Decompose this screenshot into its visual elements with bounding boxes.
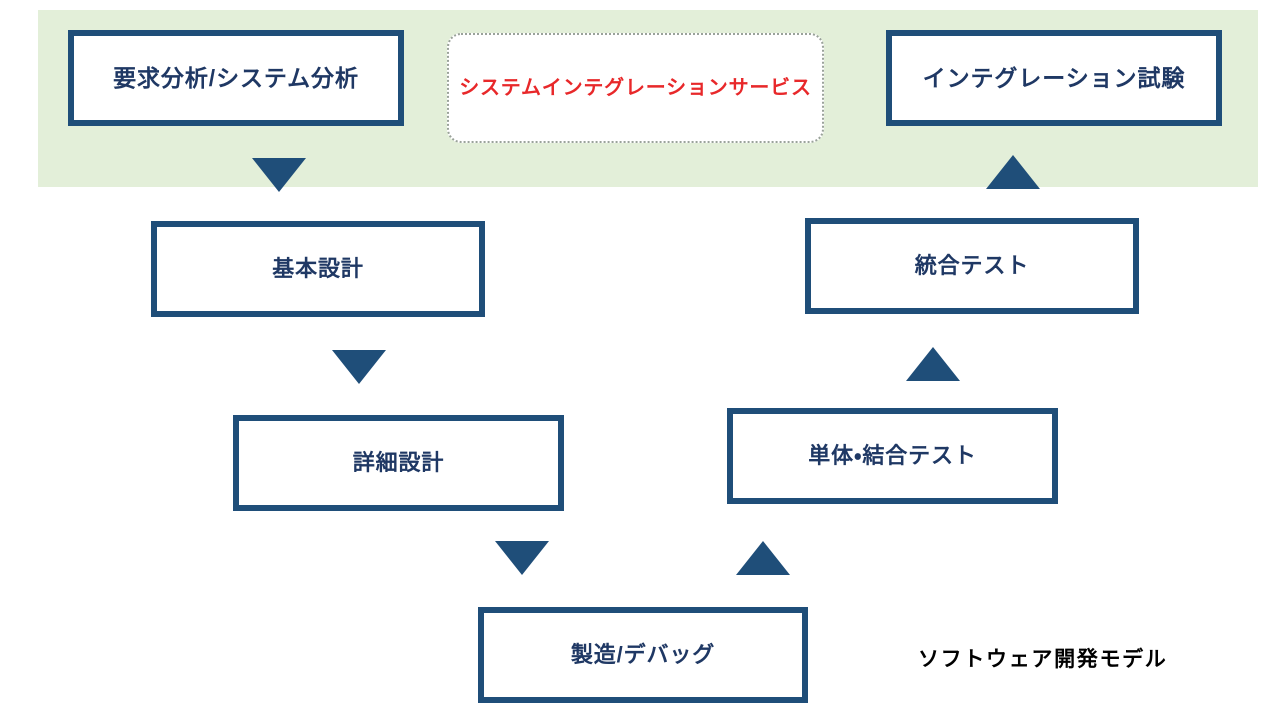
node-system-integration-service-label: システムインテグレーションサービス xyxy=(459,76,812,99)
node-requirements-analysis[interactable]: 要求分析/システム分析 xyxy=(68,30,404,126)
node-unit-and-combined-test-label: 単体・結合テスト xyxy=(808,443,977,469)
node-integration-test-label: インテグレーション試験 xyxy=(922,64,1186,91)
arrow-down-icon-detailed-design-to-build xyxy=(495,541,549,575)
node-detailed-design-label: 詳細設計 xyxy=(352,450,445,476)
node-system-integration-service[interactable]: システムインテグレーションサービス xyxy=(447,33,824,143)
node-system-integration-test-label: 統合テスト xyxy=(914,253,1030,279)
node-system-integration-test[interactable]: 統合テスト xyxy=(805,218,1139,314)
node-build-debug-label: 製造/デバッグ xyxy=(570,642,716,668)
node-build-debug[interactable]: 製造/デバッグ xyxy=(478,607,808,703)
arrow-down-icon-basic-to-detailed-design xyxy=(332,350,386,384)
node-requirements-analysis-label: 要求分析/システム分析 xyxy=(113,64,359,91)
arrow-up-icon-integration-test-to-acceptance xyxy=(986,155,1040,189)
node-integration-test[interactable]: インテグレーション試験 xyxy=(886,30,1222,126)
arrow-down-icon-requirements-to-basic-design xyxy=(252,158,306,192)
node-basic-design-label: 基本設計 xyxy=(272,256,364,282)
diagram-caption: ソフトウェア開発モデル xyxy=(918,648,1168,671)
arrow-up-icon-unit-test-to-integration-test xyxy=(906,347,960,381)
arrow-up-icon-build-to-unit-test xyxy=(736,541,790,575)
node-basic-design[interactable]: 基本設計 xyxy=(151,221,485,317)
node-unit-and-combined-test[interactable]: 単体・結合テスト xyxy=(727,408,1058,504)
node-detailed-design[interactable]: 詳細設計 xyxy=(233,415,564,511)
